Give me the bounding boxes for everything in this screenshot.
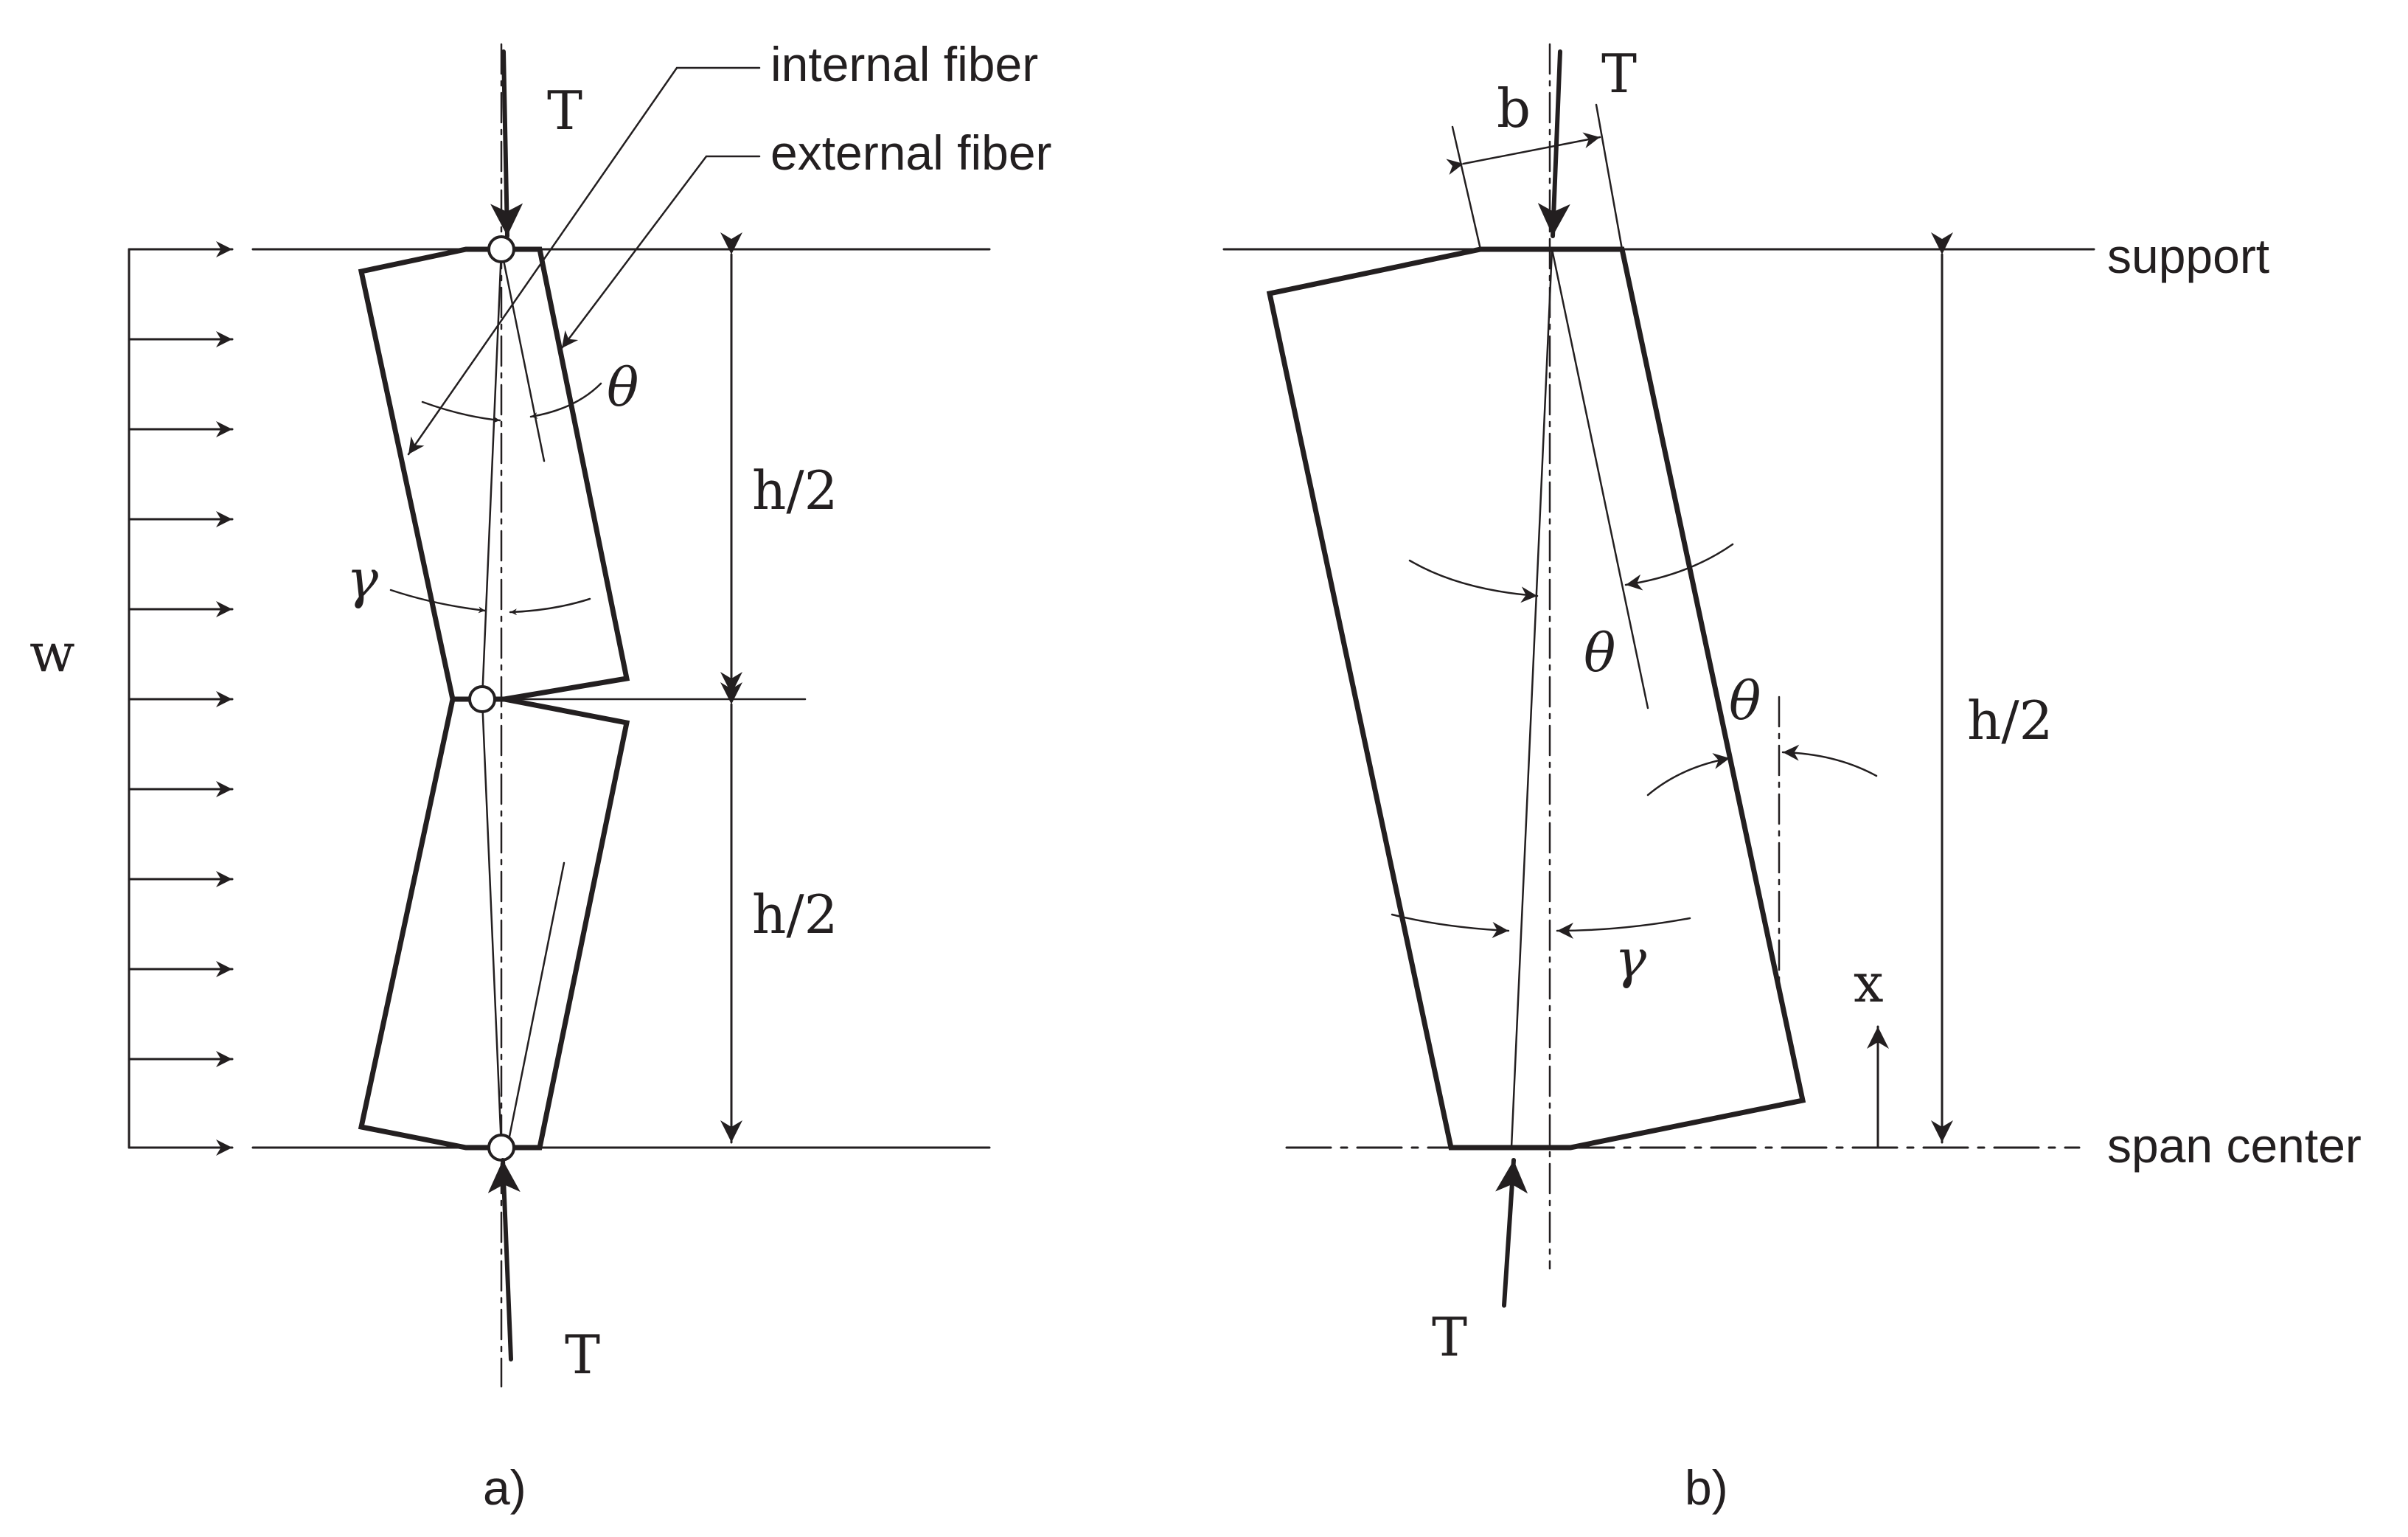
- external-fiber-label: external fiber: [770, 125, 1052, 180]
- gamma-arc-b-right: [1556, 917, 1691, 939]
- dim-lower-label: h/2: [752, 884, 838, 946]
- gamma-arc-left: [389, 589, 487, 614]
- dim-label-b: h/2: [1967, 690, 2053, 752]
- force-top-label: T: [547, 80, 582, 142]
- internal-fiber-leader: [407, 66, 761, 456]
- force-bottom-label-b: T: [1432, 1306, 1467, 1368]
- width-ext-left: [1451, 125, 1482, 251]
- member-b: [1266, 246, 1806, 1151]
- gamma-label-b: γ: [1615, 928, 1647, 990]
- distributed-load: [128, 241, 234, 1156]
- theta-arc-b-outer-left: [1646, 753, 1731, 797]
- panel-b-labels: b T T support span center h/2 x θ θ γ b): [1432, 43, 2362, 1515]
- theta-label: θ: [607, 356, 638, 418]
- gamma-arc-b-left: [1391, 913, 1510, 938]
- theta-arc-right: [529, 382, 602, 419]
- chord-b: [1510, 248, 1553, 1149]
- width-dim: [1446, 132, 1601, 175]
- tangent-lower: [506, 861, 566, 1149]
- span-center-label: span center: [2107, 1118, 2362, 1173]
- chord-lower: [481, 698, 503, 1149]
- hinge-mid: [468, 685, 496, 713]
- theta-inner-label: θ: [1584, 622, 1615, 684]
- gamma-arc-right: [509, 597, 591, 616]
- panel-a: [128, 43, 991, 1388]
- force-bottom-arrow-b: [1495, 1158, 1528, 1308]
- gamma-label: γ: [347, 548, 379, 610]
- internal-fiber-label: internal fiber: [770, 37, 1038, 91]
- caption-a: a): [483, 1460, 526, 1515]
- dim-upper-label: h/2: [752, 459, 838, 521]
- force-top-arrow: [490, 49, 523, 238]
- theta-arc-b-left: [1408, 559, 1539, 603]
- force-top-label-b: T: [1601, 43, 1637, 105]
- external-fiber-leader: [560, 155, 761, 350]
- theta-outer-label: θ: [1729, 670, 1761, 732]
- caption-b: b): [1685, 1460, 1728, 1515]
- force-bottom-label: T: [565, 1324, 600, 1386]
- width-ext-right: [1595, 103, 1624, 251]
- lower-segment: [358, 696, 630, 1151]
- panel-b: [1222, 43, 2095, 1308]
- x-axis-label: x: [1854, 952, 1884, 1014]
- theta-arc: [421, 400, 501, 423]
- upper-segment: [358, 246, 630, 702]
- panel-a-labels: internal fiber external fiber T T w h/2 …: [29, 37, 1052, 1515]
- support-label: support: [2107, 229, 2269, 283]
- hinge-bottom: [487, 1134, 515, 1162]
- chord-upper: [481, 248, 503, 701]
- theta-arc-b-right: [1624, 543, 1734, 591]
- width-label: b: [1497, 77, 1531, 139]
- load-label: w: [29, 622, 75, 684]
- hinge-top: [487, 235, 515, 263]
- tangent-b: [1551, 248, 1649, 709]
- force-bottom-arrow: [487, 1158, 521, 1361]
- tangent-upper: [500, 248, 546, 462]
- force-top-arrow-b: [1537, 49, 1570, 238]
- theta-arc-b-outer-right: [1781, 744, 1878, 777]
